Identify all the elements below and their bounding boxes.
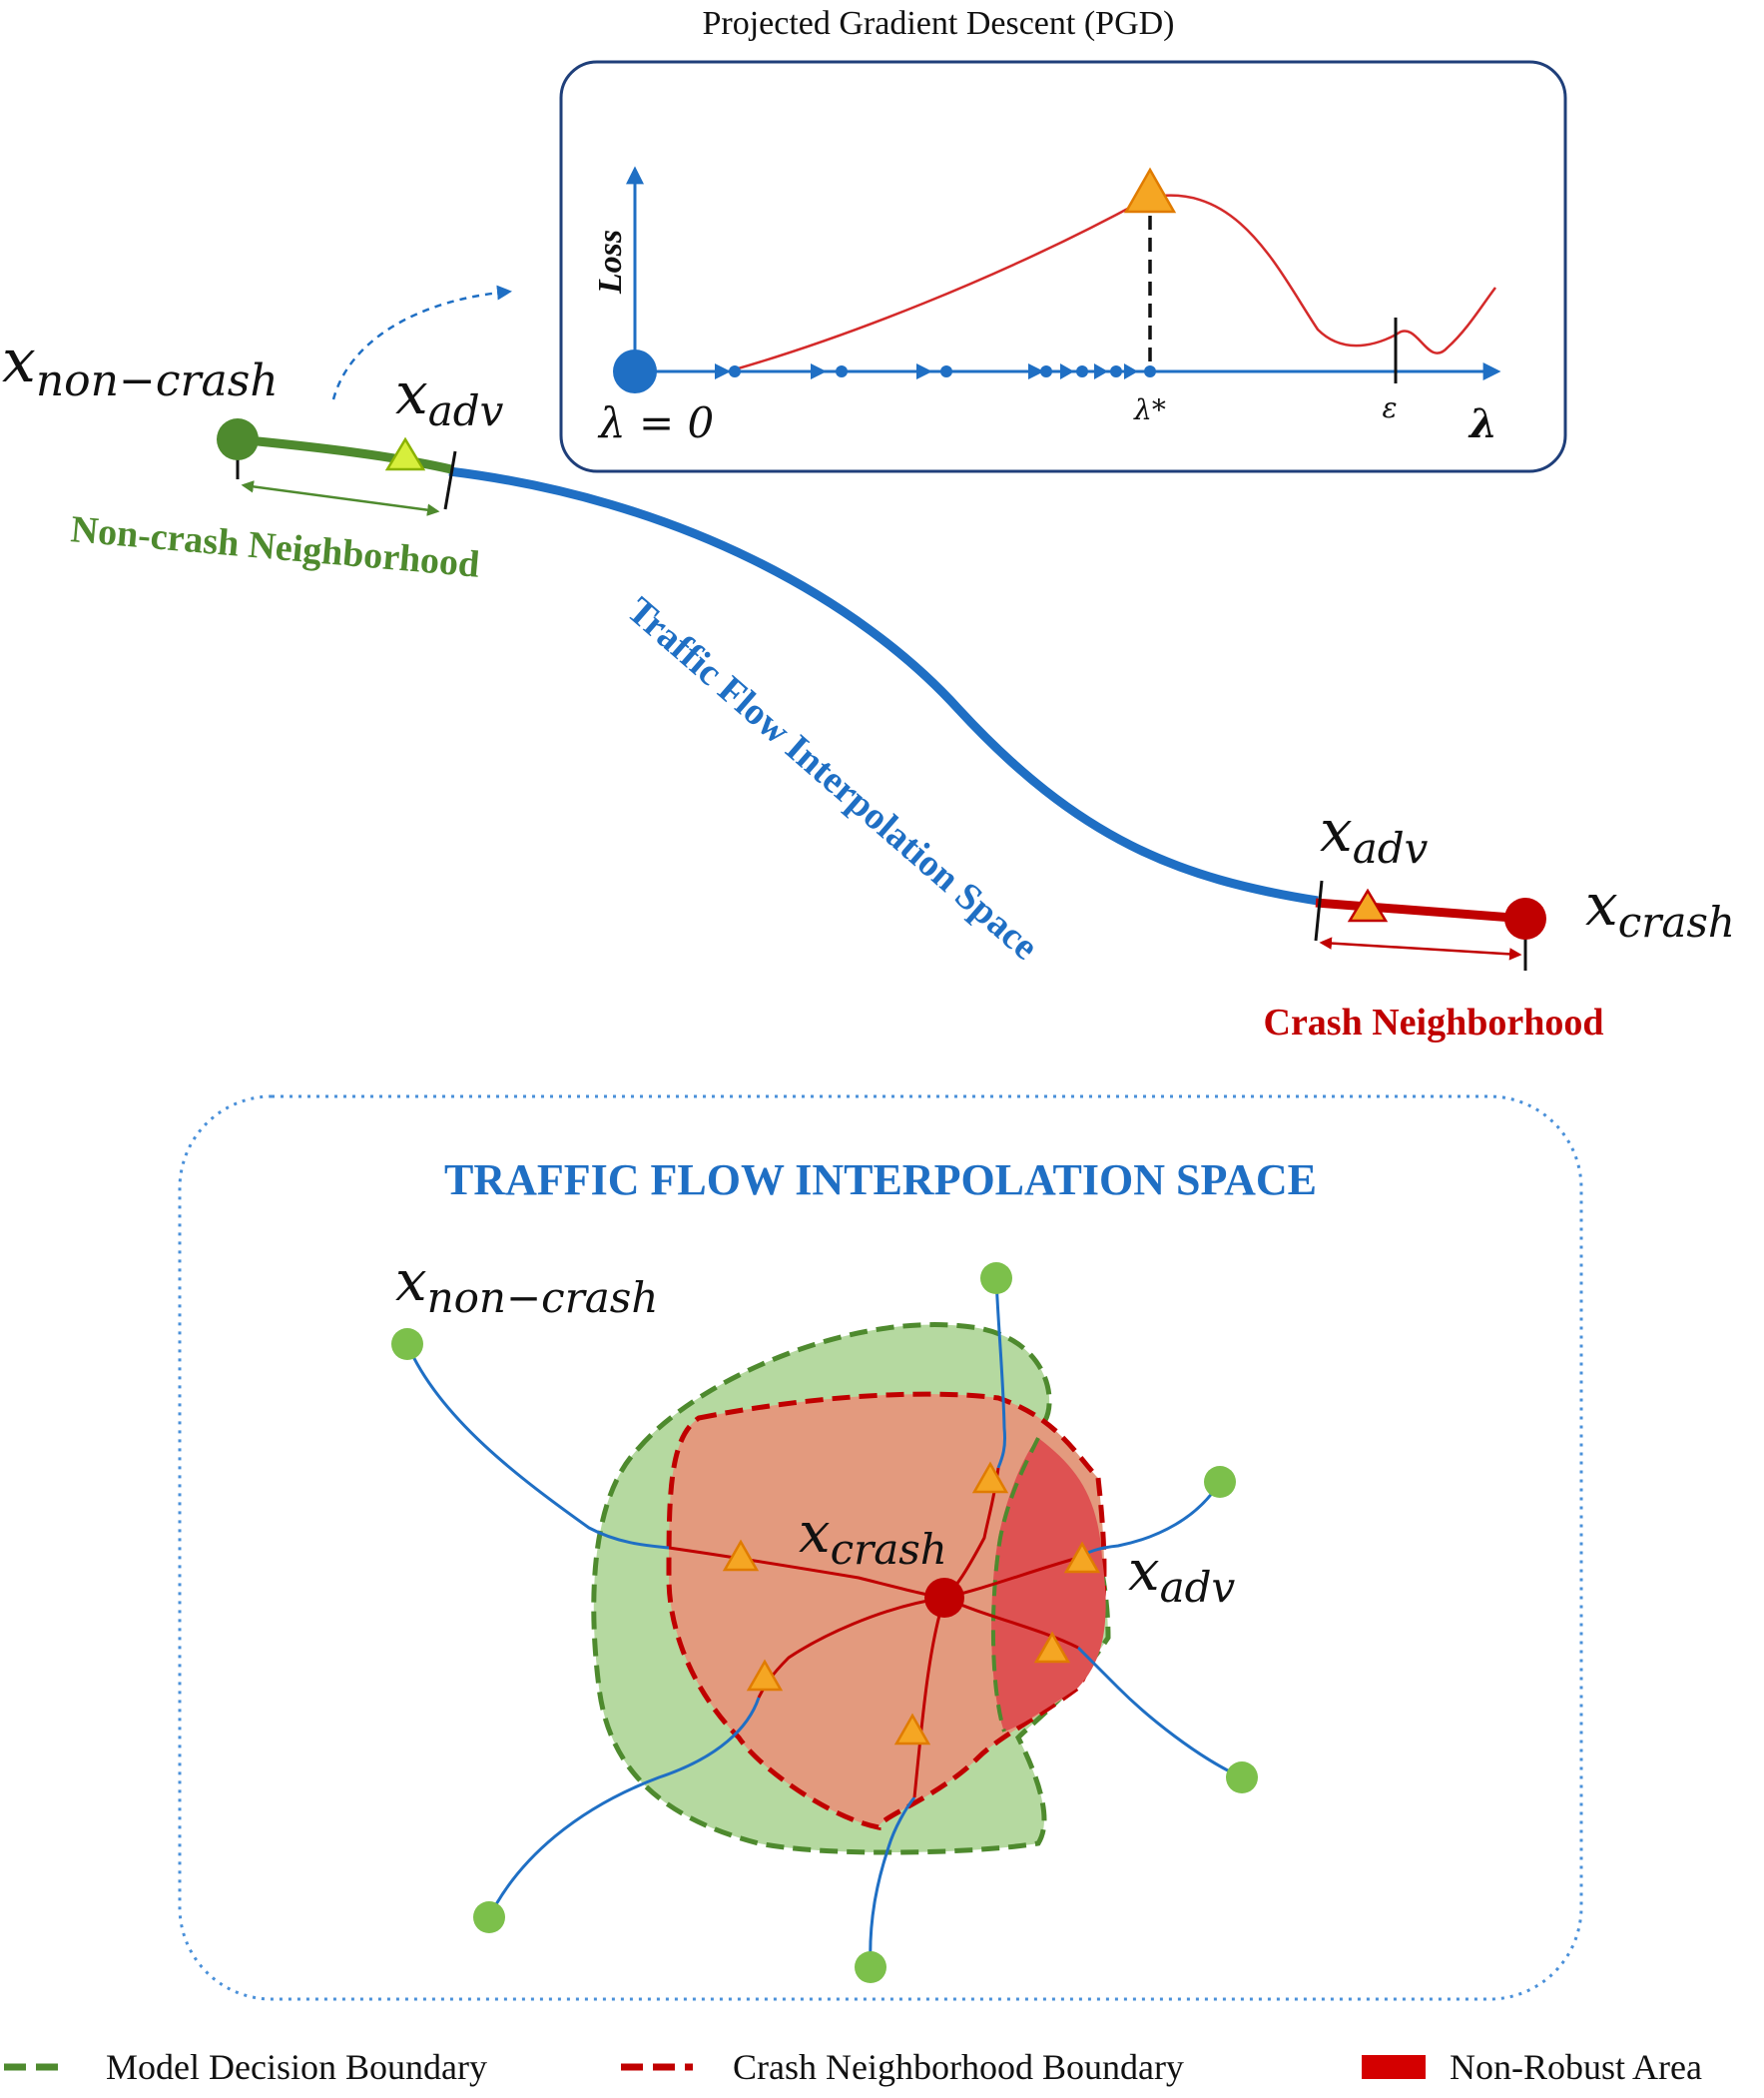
pgd-optimum-label: λ* [1133, 393, 1166, 426]
bottom-x-adv-sub: adv [1160, 1563, 1236, 1612]
top-x-crash-base: x [1585, 871, 1618, 939]
non-crash-tick-right [443, 450, 457, 510]
spoke-lower-right [1076, 1646, 1243, 1779]
step-point [1040, 365, 1052, 377]
spoke-lower-left [487, 1697, 761, 1918]
pgd-epsilon-label: ε [1382, 391, 1397, 424]
origin-point [613, 350, 657, 393]
crash-neighborhood-label: Crash Neighborhood [1264, 1002, 1604, 1044]
bottom-x-non-crash-sub: non−crash [427, 1273, 659, 1322]
bottom-x-non-crash-base: x [395, 1249, 427, 1314]
top-x-adv-left-base: x [395, 359, 428, 427]
step-point [729, 365, 741, 377]
adv-triangle-icon [1063, 1541, 1101, 1574]
non-crash-segment [237, 434, 452, 474]
step-arrow [1094, 363, 1108, 379]
adv-triangle-icon [746, 1659, 784, 1692]
node-top [980, 1262, 1012, 1294]
non-robust-boundary [990, 1437, 1040, 1733]
interpolation-curve [448, 466, 1319, 906]
outer-nodes [391, 1262, 1258, 1983]
non-crash-point [217, 418, 259, 460]
legend-swatch-non-robust [1362, 2055, 1426, 2079]
top-x-adv-left-label: xadv [395, 359, 504, 435]
spoke-bottom [869, 1796, 916, 1968]
crash-tick-left [1314, 880, 1324, 942]
step-point [940, 365, 952, 377]
pgd-steps [613, 350, 1156, 393]
node-lower-right [1226, 1761, 1258, 1793]
top-x-non-crash-base: x [2, 327, 36, 396]
step-point [1076, 365, 1088, 377]
adv-triangle-icon [893, 1713, 931, 1746]
node-right [1204, 1466, 1236, 1498]
adv-triangle-icon [722, 1539, 760, 1572]
top-x-crash-label: xcrash [1585, 871, 1735, 947]
crash-segment [1315, 898, 1526, 924]
legend-label-crash-boundary: Crash Neighborhood Boundary [733, 2047, 1184, 2087]
non-crash-neighborhood-label: Non-crash Neighborhood [69, 508, 481, 586]
bottom-x-adv-base: x [1128, 1539, 1160, 1604]
pgd-title: Projected Gradient Descent (PGD) [702, 5, 1174, 42]
step-arrow [1124, 363, 1138, 379]
top-x-adv-right-sub: adv [1353, 824, 1429, 873]
bottom-x-non-crash-label: xnon−crash [395, 1249, 658, 1322]
bottom-x-adv-label: xadv [1128, 1539, 1236, 1612]
pgd-x-axis-label: λ [1468, 400, 1497, 447]
legend-label-model-boundary: Model Decision Boundary [106, 2047, 487, 2087]
zoom-arrow [331, 285, 512, 400]
bottom-x-crash-sub: crash [831, 1525, 947, 1574]
step-arrow [811, 363, 827, 379]
legend: Model Decision Boundary Crash Neighborho… [4, 2047, 1702, 2087]
top-x-adv-left-sub: adv [428, 386, 504, 435]
adv-triangle-icon [971, 1461, 1009, 1494]
center-crash-point [924, 1578, 964, 1618]
crash-range-arrow [1319, 937, 1522, 961]
spoke-upper-left [405, 1343, 670, 1550]
step-arrow [715, 363, 731, 379]
legend-label-non-robust: Non-Robust Area [1450, 2047, 1702, 2087]
non-crash-range-arrow [241, 480, 440, 516]
adv-triangle-green-icon [384, 436, 426, 471]
top-x-crash-sub: crash [1618, 898, 1735, 947]
top-x-adv-right-base: x [1320, 797, 1353, 865]
step-arrow [916, 363, 932, 379]
bottom-x-crash-base: x [799, 1501, 831, 1566]
adv-triangles [722, 1461, 1101, 1746]
node-lower-left [473, 1901, 505, 1933]
interpolation-space-panel [178, 1094, 1583, 2001]
interpolation-space-title: TRAFFIC FLOW INTERPOLATION SPACE [444, 1155, 1317, 1204]
adv-triangle-red-icon [1347, 888, 1389, 923]
interpolation-space-label: Traffic Flow Interpolation Space [619, 589, 1046, 969]
node-upper-left [391, 1328, 423, 1360]
step-point [836, 365, 848, 377]
step-arrow [1060, 363, 1074, 379]
spoke-right [1077, 1481, 1222, 1560]
outer-spokes [405, 1277, 1243, 1968]
adv-triangle-icon [1033, 1631, 1071, 1664]
top-x-non-crash-label: xnon−crash [2, 327, 279, 406]
crash-point [1504, 898, 1546, 940]
bottom-x-crash-label: xcrash [799, 1501, 947, 1574]
top-x-adv-right-label: xadv [1320, 797, 1429, 873]
step-point [1110, 365, 1122, 377]
loss-curve [734, 194, 1496, 371]
non-robust-region [991, 1438, 1106, 1732]
optimum-triangle-icon [1123, 167, 1177, 214]
pgd-y-axis-label: Loss [592, 230, 629, 295]
step-point [1144, 365, 1156, 377]
node-bottom [855, 1951, 886, 1983]
inner-spoke-left [668, 1546, 945, 1600]
pgd-origin-label: λ = 0 [597, 398, 714, 447]
step-arrow [1028, 363, 1044, 379]
spoke-top [994, 1277, 1006, 1469]
top-x-non-crash-sub: non−crash [36, 355, 279, 406]
